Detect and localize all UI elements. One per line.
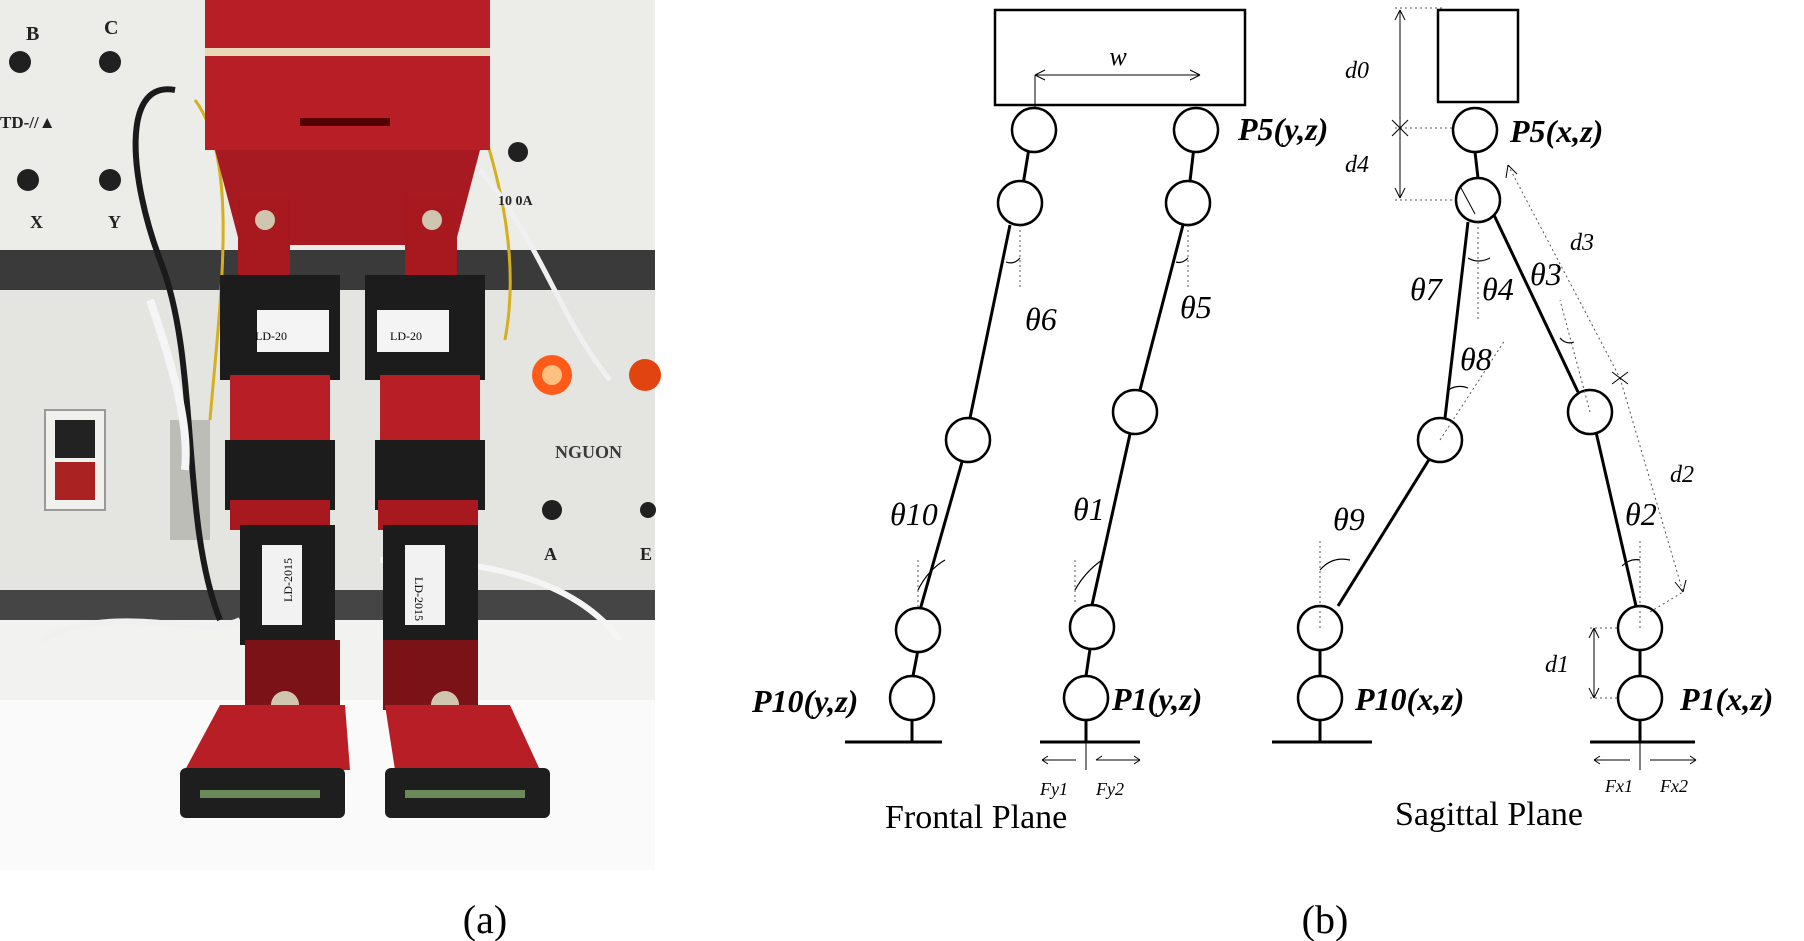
sagittal-p5-label: P5(x,z) [1509, 113, 1603, 149]
photo-label-y: Y [108, 212, 121, 232]
photo-label-x: X [30, 212, 43, 232]
sagittal-theta7: θ7 [1410, 271, 1444, 307]
sagittal-theta2: θ2 [1625, 496, 1657, 532]
robot-photo: LD-20 LD-20 LD-2015 LD-2015 B C TD-//▲ X… [0, 0, 661, 870]
sagittal-joint-left-foot [1296, 674, 1344, 722]
frontal-torso-box [993, 8, 1247, 107]
frontal-theta10: θ10 [890, 496, 938, 532]
frontal-p1-label: P1(y,z) [1111, 681, 1202, 717]
sagittal-theta8: θ8 [1460, 341, 1492, 377]
frontal-joint-left-ankle [894, 606, 942, 654]
sagittal-joint-right-foot [1616, 674, 1664, 722]
servo-label-4: LD-2015 [412, 577, 426, 621]
frontal-joint-left-hip [1010, 106, 1058, 154]
sagittal-torso-box [1436, 8, 1520, 104]
sagittal-fx2: Fx2 [1659, 776, 1688, 796]
photo-label-amp: 10 0A [498, 194, 534, 209]
frontal-plane-diagram: w [751, 8, 1328, 836]
frontal-fy2: Fy2 [1095, 779, 1124, 799]
frontal-width-label: w [1109, 42, 1127, 71]
frontal-p5-label: P5(y,z) [1237, 111, 1328, 147]
caption-b: (b) [1302, 897, 1349, 941]
frontal-plane-title: Frontal Plane [885, 799, 1067, 836]
frontal-joint-left-knee [944, 416, 992, 464]
sagittal-d1: d1 [1545, 652, 1569, 678]
sagittal-d3: d3 [1570, 230, 1594, 256]
servo-label-2: LD-20 [390, 329, 422, 343]
frontal-joint-right-hip-roll [1164, 179, 1212, 227]
photo-label-a: A [544, 544, 557, 564]
frontal-theta1: θ1 [1073, 491, 1105, 527]
sagittal-p10-label: P10(x,z) [1354, 681, 1464, 717]
sagittal-theta9: θ9 [1333, 501, 1365, 537]
photo-label-c: C [104, 17, 118, 39]
sagittal-plane-title: Sagittal Plane [1395, 796, 1583, 833]
servo-label-1: LD-20 [255, 329, 287, 343]
photo-label-td: TD-//▲ [0, 113, 56, 132]
sagittal-d4: d4 [1345, 152, 1369, 178]
frontal-fy1: Fy1 [1039, 779, 1068, 799]
sagittal-joint-hip-pitch [1454, 176, 1502, 224]
caption-a: (a) [463, 897, 507, 941]
sagittal-theta3: θ3 [1530, 256, 1562, 292]
frontal-theta5: θ5 [1180, 289, 1212, 325]
sagittal-theta4: θ4 [1482, 271, 1514, 307]
photo-label-e: E [640, 544, 652, 564]
frontal-joint-right-hip [1172, 106, 1220, 154]
sagittal-p1-label: P1(x,z) [1679, 681, 1773, 717]
frontal-theta6: θ6 [1025, 301, 1057, 337]
photo-label-nguon: NGUON [555, 442, 622, 462]
sagittal-plane-diagram: d0 d4 d3 d2 d1 P5(x,z) P1(x,z) P10(x,z) … [1272, 7, 1773, 833]
frontal-joint-right-foot [1062, 674, 1110, 722]
frontal-joint-right-ankle [1068, 603, 1116, 651]
sagittal-joint-hip [1451, 106, 1499, 154]
sagittal-d0: d0 [1345, 58, 1369, 84]
frontal-p10-label: P10(y,z) [751, 683, 858, 719]
frontal-joint-right-knee [1111, 388, 1159, 436]
servo-label-3: LD-2015 [281, 558, 295, 602]
sagittal-fx1: Fx1 [1604, 776, 1633, 796]
frontal-joint-left-foot [888, 674, 936, 722]
sagittal-d2: d2 [1670, 462, 1694, 488]
frontal-joint-left-hip-roll [996, 179, 1044, 227]
photo-label-b: B [26, 23, 39, 45]
